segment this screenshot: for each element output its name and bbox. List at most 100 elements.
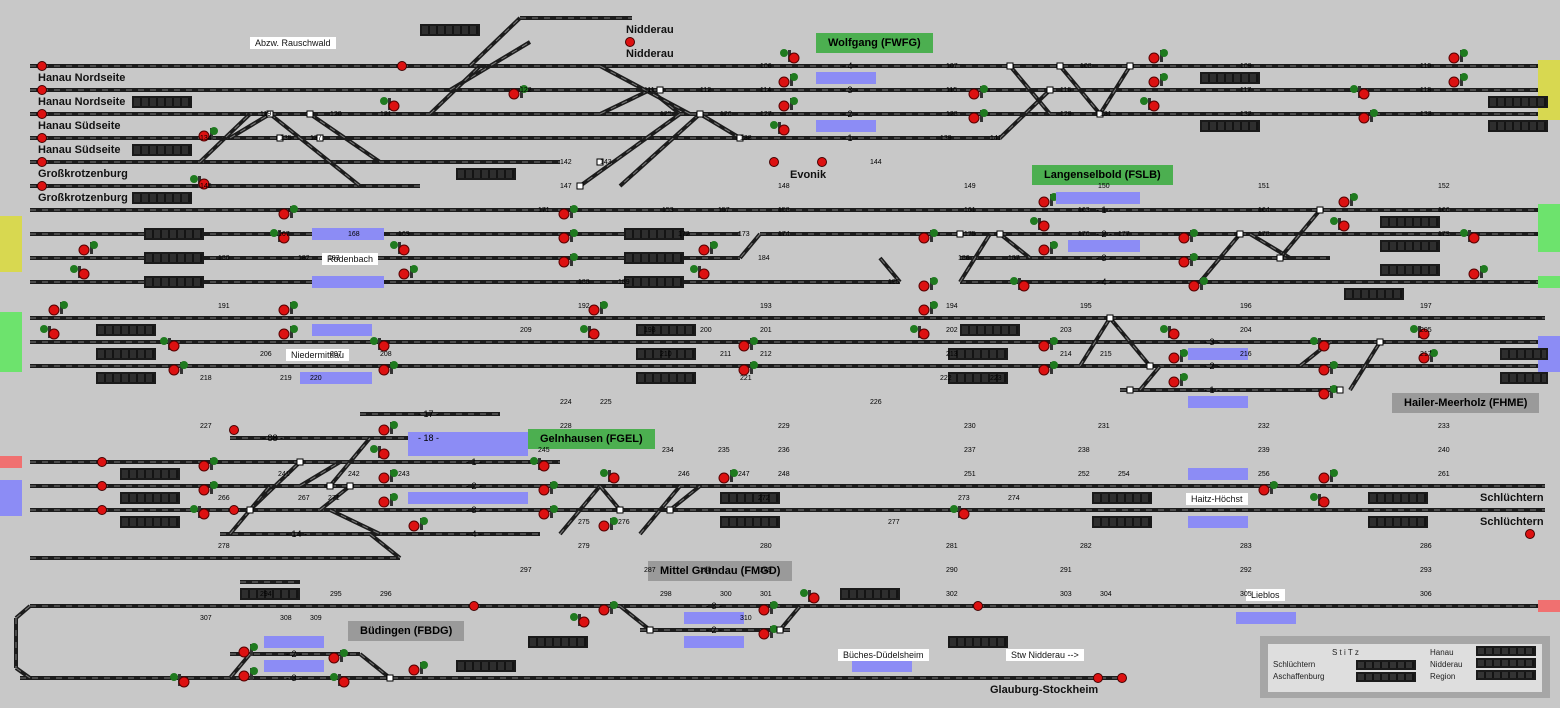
signal[interactable] (570, 613, 590, 628)
train-number-display[interactable] (1200, 120, 1260, 132)
switch-point[interactable] (996, 230, 1004, 238)
signal[interactable] (738, 361, 758, 376)
switch-point[interactable] (1146, 362, 1154, 370)
signal[interactable] (1038, 361, 1058, 376)
signal[interactable] (580, 325, 600, 340)
switch-point[interactable] (1006, 62, 1014, 70)
signal[interactable] (408, 517, 428, 532)
switch-point[interactable] (1096, 110, 1104, 118)
signal[interactable] (530, 457, 550, 472)
switch-point[interactable] (1236, 230, 1244, 238)
signal[interactable] (910, 325, 930, 340)
train-number-display[interactable] (240, 588, 300, 600)
train-number-display[interactable] (1488, 120, 1548, 132)
signal[interactable] (238, 643, 258, 658)
signal[interactable] (270, 229, 290, 244)
train-number-display[interactable] (1368, 492, 1428, 504)
train-number-display[interactable] (120, 492, 180, 504)
train-number-display[interactable] (1344, 288, 1404, 300)
station-wolfgang[interactable]: Wolfgang (FWFG) (816, 33, 933, 53)
train-number-display[interactable] (1092, 492, 1152, 504)
switch-point[interactable] (736, 134, 744, 142)
train-number-display[interactable] (960, 324, 1020, 336)
switch-point[interactable] (1376, 338, 1384, 346)
signal[interactable] (558, 229, 578, 244)
switch-point[interactable] (666, 506, 674, 514)
signal[interactable] (1038, 337, 1058, 352)
signal[interactable] (78, 241, 98, 256)
signal[interactable] (538, 505, 558, 520)
switch-point[interactable] (956, 230, 964, 238)
train-number-display[interactable] (1092, 516, 1152, 528)
train-number-display[interactable] (1500, 348, 1548, 360)
signal[interactable] (370, 445, 390, 460)
signal[interactable] (1258, 481, 1278, 496)
station-buedingen[interactable]: Büdingen (FBDG) (348, 621, 465, 641)
switch-point[interactable] (1046, 86, 1054, 94)
switch-point[interactable] (296, 458, 304, 466)
switch-point[interactable] (386, 674, 394, 682)
signal[interactable] (160, 337, 180, 352)
signal[interactable] (600, 469, 620, 484)
station-langenselbold[interactable]: Langenselbold (FSLB) (1032, 165, 1173, 185)
signal[interactable] (758, 601, 778, 616)
train-number-display[interactable] (420, 24, 480, 36)
train-number-display[interactable] (1488, 96, 1548, 108)
train-number-display[interactable] (456, 168, 516, 180)
switch-point[interactable] (1316, 206, 1324, 214)
signal[interactable] (1178, 253, 1198, 268)
signal[interactable] (598, 601, 618, 616)
train-number-display[interactable] (96, 324, 156, 336)
train-number-display[interactable] (120, 516, 180, 528)
signal[interactable] (398, 265, 418, 280)
signal[interactable] (1178, 229, 1198, 244)
signal[interactable] (758, 625, 778, 640)
signal[interactable] (370, 337, 390, 352)
signal[interactable] (198, 457, 218, 472)
train-number-display[interactable] (624, 228, 684, 240)
signal[interactable] (190, 175, 210, 190)
signal[interactable] (1148, 73, 1168, 88)
train-number-display[interactable] (96, 348, 156, 360)
signal[interactable] (1448, 73, 1468, 88)
signal[interactable] (1318, 469, 1338, 484)
signal[interactable] (918, 229, 938, 244)
signal[interactable] (558, 253, 578, 268)
train-number-display[interactable] (1380, 264, 1440, 276)
signal[interactable] (1448, 49, 1468, 64)
signal[interactable] (780, 49, 800, 64)
switch-point[interactable] (1336, 386, 1344, 394)
signal[interactable] (1330, 217, 1350, 232)
signal[interactable] (968, 85, 988, 100)
train-number-display[interactable] (144, 276, 204, 288)
signal[interactable] (1310, 493, 1330, 508)
signal[interactable] (198, 481, 218, 496)
signal[interactable] (698, 241, 718, 256)
signal[interactable] (168, 361, 188, 376)
train-number-display[interactable] (948, 348, 1008, 360)
signal[interactable] (968, 109, 988, 124)
train-number-display[interactable] (636, 324, 696, 336)
signal[interactable] (778, 97, 798, 112)
train-number-display[interactable] (96, 372, 156, 384)
train-number-display[interactable] (624, 276, 684, 288)
switch-point[interactable] (646, 626, 654, 634)
train-number-display[interactable] (120, 468, 180, 480)
signal[interactable] (408, 661, 428, 676)
signal[interactable] (558, 205, 578, 220)
signal[interactable] (328, 649, 348, 664)
signal[interactable] (198, 127, 218, 142)
signal[interactable] (1418, 349, 1438, 364)
switch-point[interactable] (776, 626, 784, 634)
signal[interactable] (190, 505, 210, 520)
switch-point[interactable] (306, 110, 314, 118)
signal[interactable] (1188, 277, 1208, 292)
signal[interactable] (1460, 229, 1480, 244)
signal[interactable] (690, 265, 710, 280)
train-number-display[interactable] (1380, 216, 1440, 228)
signal[interactable] (378, 469, 398, 484)
switch-point[interactable] (1126, 62, 1134, 70)
switch-point[interactable] (1276, 254, 1284, 262)
signal[interactable] (778, 73, 798, 88)
train-number-display[interactable] (456, 660, 516, 672)
